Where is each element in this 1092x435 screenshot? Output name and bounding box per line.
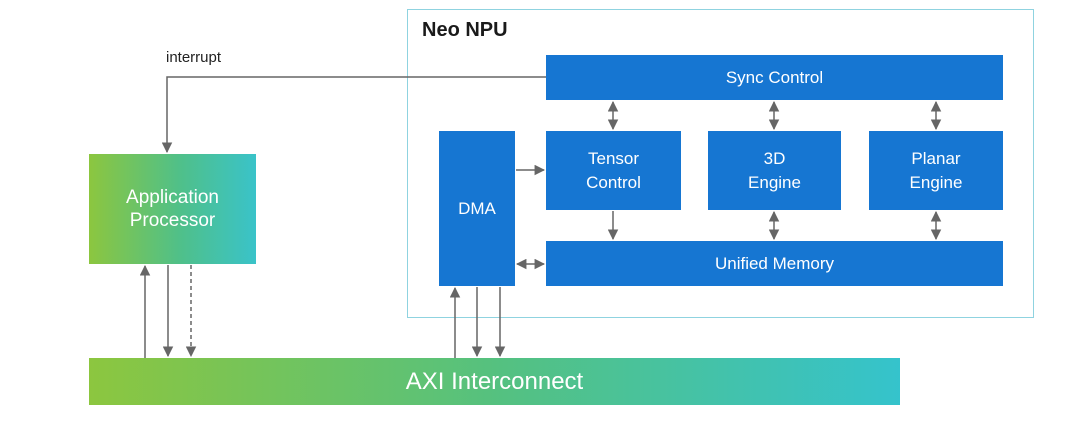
application-processor-block: Application Processor [89, 154, 256, 264]
interrupt-arrow [161, 76, 546, 154]
planar-engine-label: Planar Engine [909, 148, 963, 192]
neo-npu-boundary [407, 9, 1034, 318]
unified-memory-label: Unified Memory [714, 253, 835, 273]
interrupt-label: interrupt [166, 49, 222, 66]
axi-interconnect-bus: AXI Interconnect [89, 358, 900, 405]
sync-control-block: Sync Control [546, 55, 1003, 100]
dma-block: DMA [439, 131, 515, 286]
3d-engine-block: 3D Engine [708, 131, 841, 210]
sync-control-label: Sync Control [725, 67, 824, 87]
tensor-control-block: Tensor Control [546, 131, 681, 210]
tensor-control-label: Tensor Control [586, 148, 641, 192]
3d-engine-label: 3D Engine [748, 148, 801, 192]
neo-npu-title: Neo NPU [422, 19, 508, 41]
axi-interconnect-label: AXI Interconnect [405, 367, 584, 395]
planar-engine-block: Planar Engine [869, 131, 1003, 210]
unified-memory-block: Unified Memory [546, 241, 1003, 286]
application-processor-label: Application Processor [126, 187, 219, 231]
dma-label: DMA [458, 198, 496, 218]
